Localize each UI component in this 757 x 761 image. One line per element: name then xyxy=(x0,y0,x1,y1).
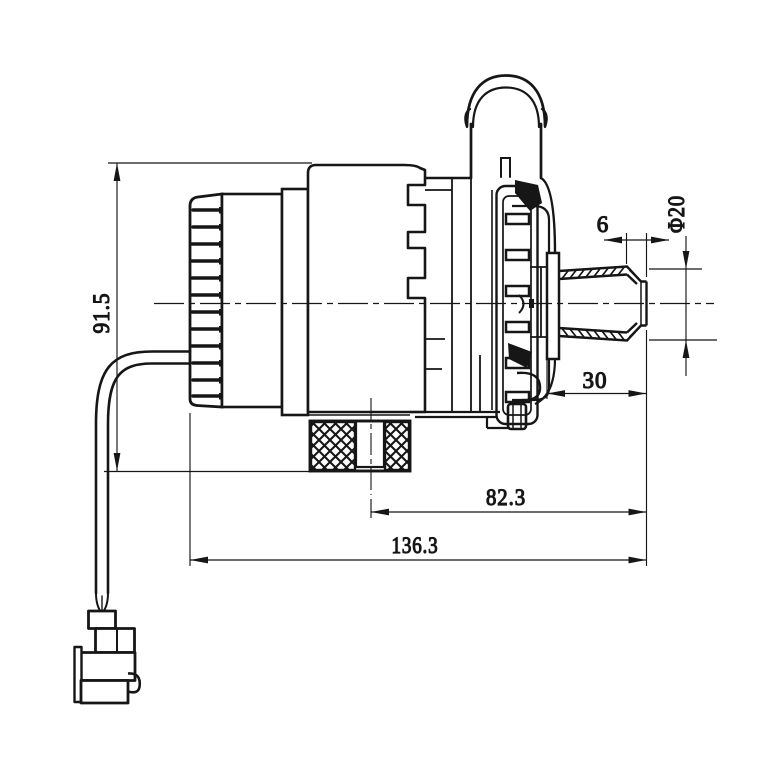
arrow-left xyxy=(190,556,208,564)
connector-body xyxy=(79,651,137,682)
cable-outer xyxy=(94,350,192,595)
clamp-bottom-ear xyxy=(508,343,532,368)
ext-lines xyxy=(649,268,717,341)
outlet-port-lines xyxy=(530,266,547,338)
foot-outline xyxy=(308,419,412,473)
dimension-outlet-length: 30 xyxy=(546,360,647,399)
pump-housing xyxy=(306,163,510,430)
dimension-outlet-diameter: Φ20 xyxy=(649,194,717,376)
dim-label-outlet-diameter: Φ20 xyxy=(664,195,689,233)
connector-seal xyxy=(87,609,117,630)
clamp-bottom-hook xyxy=(516,371,542,402)
arrow-top xyxy=(682,251,690,269)
arrow-left xyxy=(371,508,389,516)
cable-connector xyxy=(73,609,142,705)
barb-hatch-bottom xyxy=(561,326,640,342)
inlet-vent-pin xyxy=(500,157,511,178)
foot-hatch-left xyxy=(309,420,357,472)
ext-lines xyxy=(189,330,648,566)
arrow-left xyxy=(547,390,565,397)
connector-flange xyxy=(73,645,83,704)
cable-inner xyxy=(106,362,192,595)
clamp-top-ear xyxy=(515,180,542,211)
arrow-bottom xyxy=(682,340,690,358)
motor-body xyxy=(220,192,284,409)
connector-base xyxy=(79,679,130,705)
head-right-slope xyxy=(540,176,557,254)
dimension-overall-length: 136.3 xyxy=(189,330,648,566)
dim-label-mount-to-end: 82.3 xyxy=(486,485,526,510)
dim-label-barb-land: 6 xyxy=(597,212,610,237)
pump-head-clamp xyxy=(425,176,557,431)
outlet-barb xyxy=(545,251,648,361)
clamp-segments xyxy=(504,212,531,404)
dimension-mount-to-end: 82.3 xyxy=(370,484,647,518)
inlet-pipe xyxy=(464,74,548,180)
end-cap-outline xyxy=(188,192,224,409)
motor-body-shell xyxy=(220,192,284,409)
arrow-right xyxy=(651,236,669,244)
power-cable xyxy=(94,350,192,615)
drain-stub-lines xyxy=(512,404,522,428)
drain-stub xyxy=(506,402,528,431)
dimension-overall-height: 91.5 xyxy=(88,162,312,473)
dim-label-overall-height: 91.5 xyxy=(89,293,114,334)
dim-label-outlet-length: 30 xyxy=(583,368,608,393)
dim-label-overall-length: 136.3 xyxy=(392,533,439,558)
inlet-lip-curls xyxy=(464,107,548,129)
arrow-right xyxy=(628,556,647,564)
motor-end-cap xyxy=(188,192,226,409)
housing-internal-lines xyxy=(425,178,481,412)
dimension-barb-land: 6 xyxy=(596,211,669,277)
connector-neck xyxy=(94,627,136,654)
foot-bolt-slot xyxy=(354,419,386,469)
inlet-dome-inner xyxy=(471,86,541,129)
arrow-down xyxy=(113,453,121,471)
ext-lines xyxy=(104,162,312,473)
arrow-up xyxy=(113,163,121,181)
centerlines xyxy=(154,302,714,495)
clamp-inner-frame xyxy=(502,195,532,416)
connector-latch xyxy=(127,672,142,694)
motor-flange xyxy=(280,187,310,417)
arrow-right xyxy=(628,390,647,397)
mounting-foot xyxy=(308,419,412,473)
arrow-left xyxy=(604,236,622,244)
foot-hatch-right xyxy=(383,420,411,472)
end-cap-ribs xyxy=(190,208,221,398)
inlet-dome-outer xyxy=(465,74,547,128)
inlet-fill xyxy=(471,76,541,178)
pump-housing-outline xyxy=(306,163,427,414)
inlet-walls xyxy=(469,122,543,180)
barb-hatch-top xyxy=(561,265,640,281)
housing-bottom-step xyxy=(410,410,510,430)
outlet-flange xyxy=(545,251,561,361)
arrow-right xyxy=(628,508,647,516)
